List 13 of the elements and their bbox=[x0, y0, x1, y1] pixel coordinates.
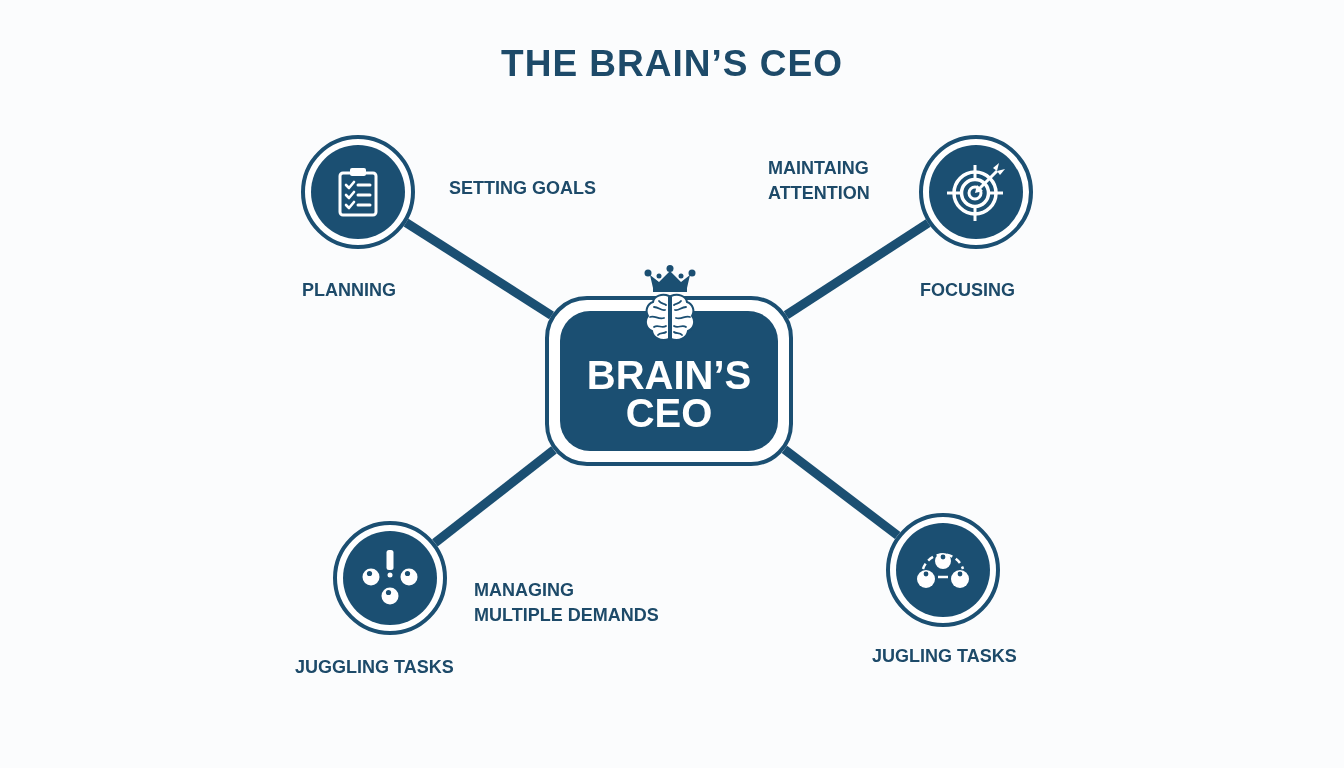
connector-line bbox=[403, 218, 554, 320]
diagram-title: THE BRAIN’S CEO bbox=[501, 42, 843, 86]
connector-line bbox=[432, 446, 557, 547]
node-label: JUGLING TASKS bbox=[872, 645, 1018, 668]
node-label: SETTING GOALS bbox=[449, 177, 597, 200]
node-label: MANAGING MULTIPLE DEMANDS bbox=[474, 579, 660, 627]
node-label: MAINTAING ATTENTION bbox=[768, 157, 871, 205]
node-label: FOCUSING bbox=[920, 279, 1016, 302]
connector-line bbox=[783, 219, 931, 319]
connector-line bbox=[781, 445, 901, 540]
node-label: PLANNING bbox=[302, 279, 397, 302]
node-label: JUGGLING TASKS bbox=[295, 656, 455, 679]
node-title: BRAIN’S CEO bbox=[585, 356, 753, 432]
